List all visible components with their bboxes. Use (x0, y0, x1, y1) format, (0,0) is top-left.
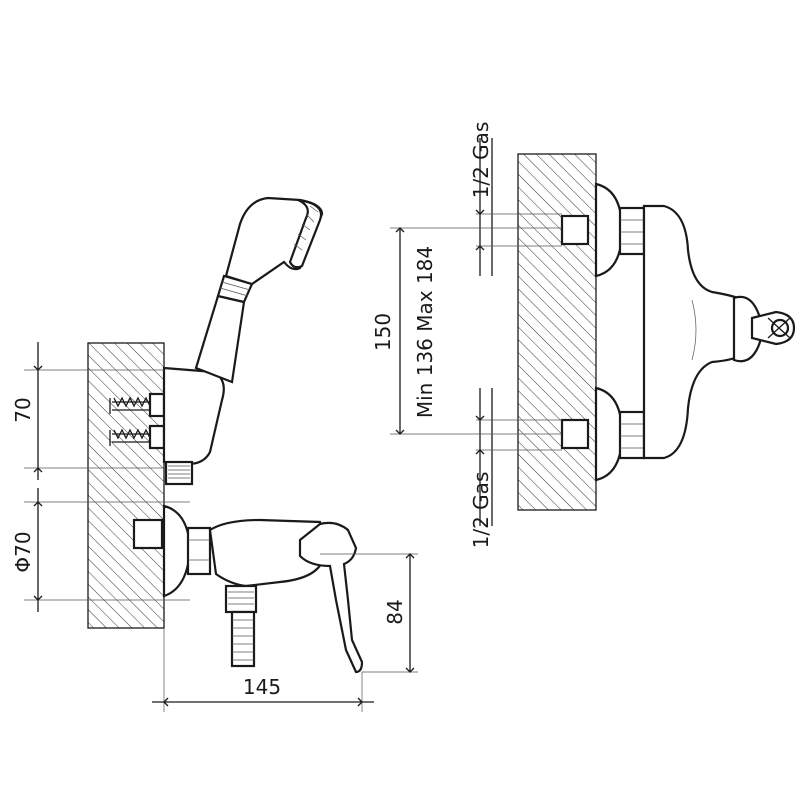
dimension-150: 150 Min 136 Max 184 (371, 227, 562, 435)
dimension-range-label: Min 136 Max 184 (413, 246, 437, 418)
side-wall-section (87, 342, 165, 629)
lower-eccentric (594, 386, 624, 482)
front-wall-section (517, 153, 597, 511)
holder-hose-nipple (164, 460, 194, 486)
upper-union-nut (618, 206, 646, 256)
wall-escutcheon (162, 504, 192, 598)
upper-eccentric (594, 182, 624, 278)
thread-label-top: 1/2 Gas (469, 122, 562, 276)
inlet-nipple (132, 518, 164, 550)
lever-handle (298, 521, 364, 674)
dimension-70: 70 (11, 342, 164, 480)
outlet-connector (224, 584, 258, 614)
lever-front (732, 295, 796, 363)
dimension-84: 84 (320, 553, 418, 673)
dimension-145-label: 145 (243, 675, 281, 699)
dimension-diameter-label: Φ70 (11, 531, 35, 572)
hand-shower (194, 196, 324, 384)
thread-bottom-label: 1/2 Gas (469, 472, 493, 549)
union-nut (186, 526, 212, 576)
mixer-body-front (642, 204, 744, 460)
side-view: 70 Φ70 84 145 (11, 196, 418, 712)
front-view: 1/2 Gas 1/2 Gas 150 Min 136 Max 184 (371, 122, 796, 548)
dimension-145: 145 (152, 628, 374, 712)
hose-fitting (230, 610, 256, 668)
dimension-84-label: 84 (383, 599, 407, 624)
upper-inlet-nipple (560, 214, 590, 246)
lower-inlet-nipple (560, 418, 590, 450)
lower-union-nut (618, 410, 646, 460)
mixer-body (208, 518, 328, 588)
shower-holder-bracket (162, 366, 225, 466)
thread-top-label: 1/2 Gas (469, 122, 493, 199)
dimension-150-label: 150 (371, 313, 395, 351)
thread-label-bottom: 1/2 Gas (469, 388, 562, 548)
dimension-70-label: 70 (11, 397, 35, 422)
dimension-diameter-70: Φ70 (11, 488, 190, 612)
